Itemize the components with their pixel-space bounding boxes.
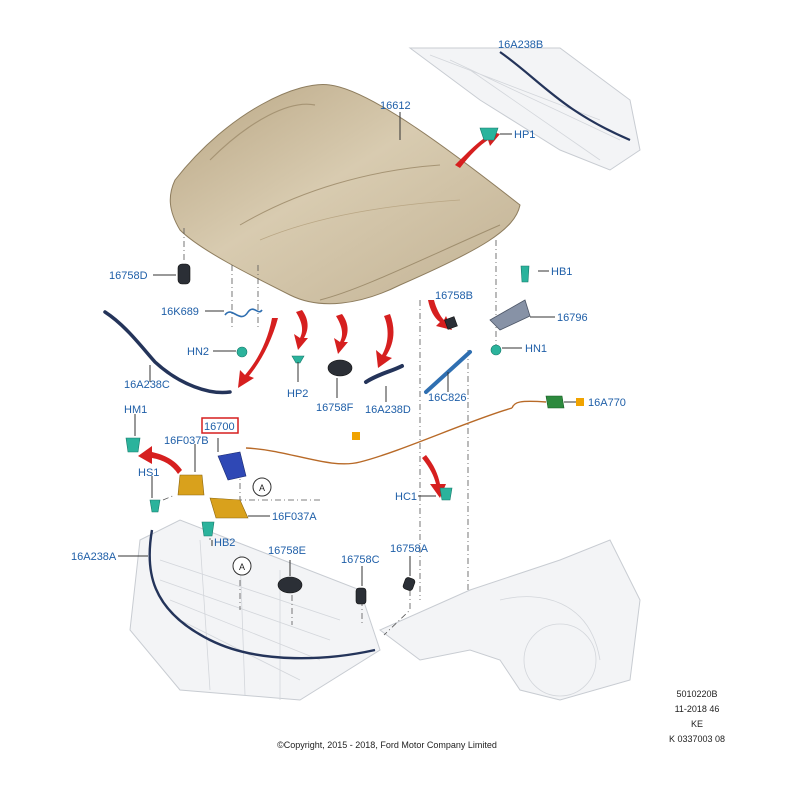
part-labels: 16612 16A238B HP1 16758D HB1 16K689 1679… bbox=[71, 39, 626, 566]
label-hs1[interactable]: HS1 bbox=[138, 467, 159, 479]
bumper-16758f-icon bbox=[327, 359, 353, 377]
label-16a238c[interactable]: 16A238C bbox=[124, 379, 170, 391]
arrow-16758f bbox=[334, 314, 348, 354]
connector-16a770-icon bbox=[545, 395, 565, 409]
label-hb2[interactable]: HB2 bbox=[214, 537, 235, 549]
ref-line-4: K 0337003 08 bbox=[669, 734, 725, 744]
ref-line-2: 11-2018 46 bbox=[675, 704, 720, 714]
seal-16a238b-strip bbox=[499, 51, 631, 142]
alignment-lines bbox=[162, 228, 497, 636]
label-16f037a[interactable]: 16F037A bbox=[272, 511, 317, 523]
screw-hs1-icon bbox=[149, 499, 161, 513]
hood-panel bbox=[169, 83, 521, 305]
arrow-16a238c bbox=[238, 318, 278, 388]
label-16796[interactable]: 16796 bbox=[557, 312, 588, 324]
seal-16a238a-strip bbox=[148, 529, 376, 660]
callout-a-upper: A bbox=[252, 477, 272, 497]
callout-a-lower: A bbox=[232, 556, 252, 576]
bumper-16758d-icon bbox=[177, 263, 191, 285]
label-16f037b[interactable]: 16F037B bbox=[164, 435, 209, 447]
cowl-panel bbox=[408, 47, 641, 171]
bumper-16758e-icon bbox=[277, 576, 303, 594]
latch-16700-icon bbox=[217, 451, 247, 481]
pin-hp1-icon bbox=[479, 127, 499, 141]
nut-hn2-icon bbox=[236, 346, 248, 358]
bracket-16f037a-icon bbox=[209, 497, 249, 519]
bracket-16f037b-icon bbox=[177, 474, 205, 496]
fender bbox=[379, 539, 641, 701]
label-16a770[interactable]: 16A770 bbox=[588, 397, 626, 409]
label-hp2[interactable]: HP2 bbox=[287, 388, 308, 400]
bumper-16758c-icon bbox=[355, 587, 367, 605]
label-16612[interactable]: 16612 bbox=[380, 100, 411, 112]
part-glyphs bbox=[103, 127, 584, 605]
label-16758e[interactable]: 16758E bbox=[268, 545, 306, 557]
nut-hn1-icon bbox=[490, 344, 502, 356]
weatherstrip-16k689-icon bbox=[224, 308, 263, 318]
leader-lines bbox=[118, 112, 576, 586]
arrow-hp2 bbox=[294, 310, 308, 350]
hinge-16796-icon bbox=[489, 299, 531, 331]
radiator-support bbox=[129, 519, 381, 701]
label-16k689[interactable]: 16K689 bbox=[161, 306, 199, 318]
marker-cable-icon bbox=[352, 432, 360, 440]
pin-hp2-icon bbox=[291, 355, 305, 364]
arrow-hm1 bbox=[138, 446, 182, 474]
arrow-hc1 bbox=[422, 455, 446, 498]
marker-16a770-icon bbox=[576, 398, 584, 406]
label-16758f[interactable]: 16758F bbox=[316, 402, 354, 414]
label-hb1[interactable]: HB1 bbox=[551, 266, 572, 278]
bumper-16758b-icon bbox=[444, 316, 458, 330]
label-hp1[interactable]: HP1 bbox=[514, 129, 535, 141]
label-16758d[interactable]: 16758D bbox=[109, 270, 148, 282]
bolt-hb2-icon bbox=[201, 521, 215, 537]
label-16a238a[interactable]: 16A238A bbox=[71, 551, 117, 563]
label-16758a[interactable]: 16758A bbox=[390, 543, 429, 555]
seal-16a238c-icon bbox=[103, 310, 232, 395]
label-hn2[interactable]: HN2 bbox=[187, 346, 209, 358]
bolt-hb1-icon bbox=[520, 265, 530, 283]
label-16a238b[interactable]: 16A238B bbox=[498, 39, 543, 51]
ref-line-3: KE bbox=[691, 719, 703, 729]
label-hm1[interactable]: HM1 bbox=[124, 404, 147, 416]
copyright-text: ©Copyright, 2015 - 2018, Ford Motor Comp… bbox=[277, 740, 497, 750]
clip-hm1-icon bbox=[125, 437, 141, 453]
arrow-16a238d bbox=[376, 314, 394, 368]
cable-16a770-line bbox=[245, 407, 513, 465]
label-16758c[interactable]: 16758C bbox=[341, 554, 380, 566]
label-16700[interactable]: 16700 bbox=[204, 421, 235, 433]
bumper-16758a-icon bbox=[402, 577, 416, 591]
label-16a238d[interactable]: 16A238D bbox=[365, 404, 411, 416]
label-16758b[interactable]: 16758B bbox=[435, 290, 473, 302]
seal-16a238d-icon bbox=[364, 364, 404, 384]
reference-block: 5010220B 11-2018 46 KE K 0337003 08 bbox=[669, 689, 725, 744]
label-hn1[interactable]: HN1 bbox=[525, 343, 547, 355]
clip-hc1-icon bbox=[439, 487, 453, 501]
svg-text:A: A bbox=[239, 562, 245, 572]
label-hc1[interactable]: HC1 bbox=[395, 491, 417, 503]
highlight-box-16700 bbox=[201, 417, 239, 434]
ref-line-1: 5010220B bbox=[676, 689, 717, 699]
svg-text:A: A bbox=[259, 483, 265, 493]
label-16c826[interactable]: 16C826 bbox=[428, 392, 467, 404]
